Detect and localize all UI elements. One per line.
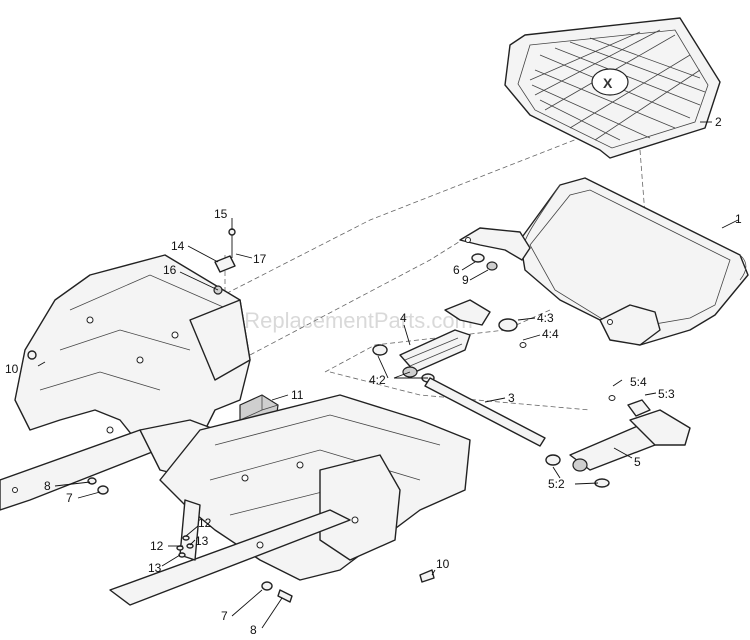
washers-6-9: [471, 253, 498, 271]
callout-7-left: 7: [66, 491, 73, 505]
callout-17: 17: [253, 252, 267, 266]
callout-4: 4: [400, 311, 407, 325]
callout-13-right: 13: [195, 534, 209, 548]
bracket-4: [372, 299, 527, 383]
callout-8-left: 8: [44, 479, 51, 493]
callout-5-3: 5:3: [658, 387, 675, 401]
callout-14: 14: [171, 239, 185, 253]
callout-12-left: 12: [150, 539, 164, 553]
callout-9: 9: [462, 273, 469, 287]
floor-mat: X: [504, 17, 721, 159]
shaft-3: [424, 377, 546, 447]
watermark: eReplacementParts.com: [232, 308, 473, 333]
bracket-5: [545, 395, 691, 488]
callout-15: 15: [214, 207, 228, 221]
hardware: [27, 228, 435, 603]
callout-5-2: 5:2: [548, 477, 565, 491]
callout-12-right: 12: [198, 516, 212, 530]
callout-10-bottom: 10: [436, 557, 450, 571]
callout-7-bottom: 7: [221, 609, 228, 623]
callout-labels: 2 1 6 9 4 4:3 4:4 4:2 3 5:4 5:3 5 5:2 11…: [5, 115, 742, 637]
callout-4-3: 4:3: [537, 311, 554, 325]
callout-11: 11: [291, 388, 304, 402]
callout-3: 3: [508, 391, 515, 405]
callout-8-bottom: 8: [250, 623, 257, 637]
callout-16: 16: [163, 263, 177, 277]
callout-1: 1: [735, 212, 742, 226]
callout-5: 5: [634, 455, 641, 469]
callout-6: 6: [453, 263, 460, 277]
callout-13-left: 13: [148, 561, 162, 575]
callout-5-4: 5:4: [630, 375, 647, 389]
callout-10-left: 10: [5, 362, 19, 376]
logo-emblem-icon: [591, 68, 629, 96]
svg-text:X: X: [603, 75, 613, 91]
callout-2: 2: [715, 115, 722, 129]
lower-frame: [109, 394, 471, 606]
leader-lines: [37, 121, 739, 629]
hopper-frame: [459, 177, 749, 346]
callout-4-4: 4:4: [542, 327, 559, 341]
callout-4-2: 4:2: [369, 373, 386, 387]
